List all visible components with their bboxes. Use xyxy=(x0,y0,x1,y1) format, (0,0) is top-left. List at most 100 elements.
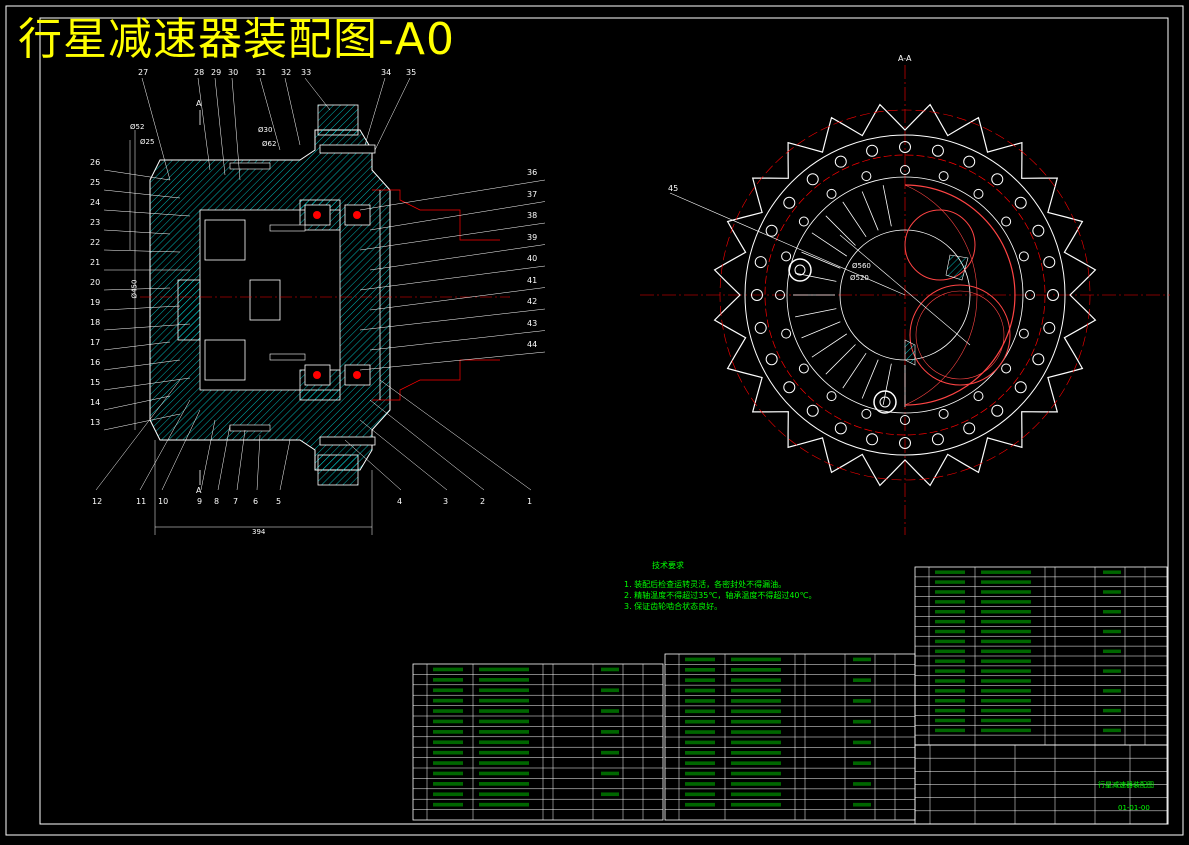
balloon-22: 22 xyxy=(90,238,101,247)
section-mark-bottom: A xyxy=(196,486,202,495)
balloon-40: 40 xyxy=(527,254,538,263)
balloon-45: 45 xyxy=(668,184,679,193)
spoke xyxy=(825,344,856,375)
bolt-hole xyxy=(931,433,944,446)
balloon-24: 24 xyxy=(90,198,101,207)
bolt-hole xyxy=(783,196,796,209)
bolt-hole xyxy=(826,391,837,402)
bolt-hole xyxy=(765,224,778,237)
balloon-30: 30 xyxy=(228,68,239,77)
leader-line xyxy=(344,439,402,491)
balloon-39: 39 xyxy=(527,232,538,242)
balloon-14: 14 xyxy=(90,398,101,407)
balloon-10: 10 xyxy=(158,497,169,506)
bolt-hole xyxy=(765,353,778,366)
leader-line xyxy=(95,379,181,491)
section-label: A-A xyxy=(898,54,912,63)
balloon-35: 35 xyxy=(406,68,417,77)
bolt-hole xyxy=(1047,289,1059,301)
balloon-26: 26 xyxy=(90,158,101,167)
balloon-42: 42 xyxy=(527,297,538,306)
leader-line xyxy=(359,179,546,211)
leader-line xyxy=(103,287,171,291)
bolt-hole xyxy=(973,391,984,402)
leader-line xyxy=(103,341,171,351)
bolt-hole xyxy=(938,408,949,419)
leader-line xyxy=(369,244,546,271)
bolt-hole xyxy=(798,363,809,374)
leader-line xyxy=(200,419,216,491)
balloon-19: 19 xyxy=(90,298,101,307)
balloon-18: 18 xyxy=(90,318,101,327)
bolt-hole xyxy=(1014,196,1027,209)
leader-line xyxy=(359,351,546,371)
bolt-hole xyxy=(963,155,976,168)
bolt-hole xyxy=(931,144,944,157)
spoke xyxy=(801,251,841,269)
dim-diameter-main: Ø450 xyxy=(130,279,139,299)
leader-line xyxy=(359,222,546,251)
spoke xyxy=(861,359,879,399)
balloon-3: 3 xyxy=(443,497,449,506)
tech-item: 2. 精轴温度不得超过35℃，轴承温度不得超过40℃。 xyxy=(624,591,817,600)
bolt-hole xyxy=(899,141,911,153)
balloon-2: 2 xyxy=(480,497,486,506)
outer-border xyxy=(5,5,1184,836)
leader-line xyxy=(197,77,211,171)
side-view xyxy=(640,65,1170,535)
spoke xyxy=(842,352,867,389)
bolt-hole xyxy=(783,381,796,394)
bolt-hole xyxy=(781,251,792,262)
bolt-hole xyxy=(900,415,910,425)
leader-line xyxy=(103,377,191,391)
leader-line xyxy=(103,323,191,331)
balloon-5: 5 xyxy=(276,497,282,506)
leader-line xyxy=(364,77,386,146)
balloon-29: 29 xyxy=(211,68,222,77)
bolt-hole xyxy=(1018,328,1029,339)
dim-overall-length: 394 xyxy=(252,528,266,536)
bolt-hole xyxy=(866,144,879,157)
title-block-name: 行星减速器装配图 xyxy=(1098,781,1154,789)
balloon-34: 34 xyxy=(381,68,392,77)
dim-dia-a: Ø52 xyxy=(130,123,145,131)
balloon-31: 31 xyxy=(256,68,267,77)
bolt-hole xyxy=(834,422,847,435)
bolt-hole xyxy=(1043,321,1056,334)
bolt-hole xyxy=(751,289,763,301)
balloon-23: 23 xyxy=(90,218,101,227)
spoke xyxy=(882,185,892,227)
balloon-6: 6 xyxy=(253,497,259,506)
bolt-hole xyxy=(900,165,910,175)
bolt-hole xyxy=(806,173,819,186)
balloon-1: 1 xyxy=(527,497,533,506)
bolt-hole xyxy=(775,290,785,300)
bolt-hole xyxy=(834,155,847,168)
leader-line xyxy=(374,77,411,151)
spoke xyxy=(811,232,848,257)
leader-line xyxy=(284,77,301,146)
spoke xyxy=(795,308,837,318)
section-mark-top: A xyxy=(196,99,202,108)
tech-item: 3. 保证齿轮啮合状态良好。 xyxy=(624,602,723,611)
balloon-15: 15 xyxy=(90,378,101,387)
leader-line xyxy=(161,409,201,491)
balloon-20: 20 xyxy=(90,278,101,287)
tech-item: 1. 装配后检查运转灵活，各密封处不得漏油。 xyxy=(624,580,787,589)
balloon-38: 38 xyxy=(527,211,538,220)
bolt-hole xyxy=(963,422,976,435)
dim-dia-f: Ø520 xyxy=(850,274,869,282)
bolt-hole xyxy=(781,328,792,339)
balloon-8: 8 xyxy=(214,497,220,506)
dim-dia-e: Ø560 xyxy=(852,262,871,270)
inner-border xyxy=(39,17,1169,825)
bolt-hole xyxy=(1001,216,1012,227)
leader-line xyxy=(103,209,191,217)
dim-dia-b: Ø25 xyxy=(140,138,155,146)
balloon-32: 32 xyxy=(281,68,292,77)
leader-line xyxy=(103,413,181,431)
spoke xyxy=(842,201,867,238)
drawing-title: 行星减速器装配图-A0 xyxy=(18,14,455,65)
